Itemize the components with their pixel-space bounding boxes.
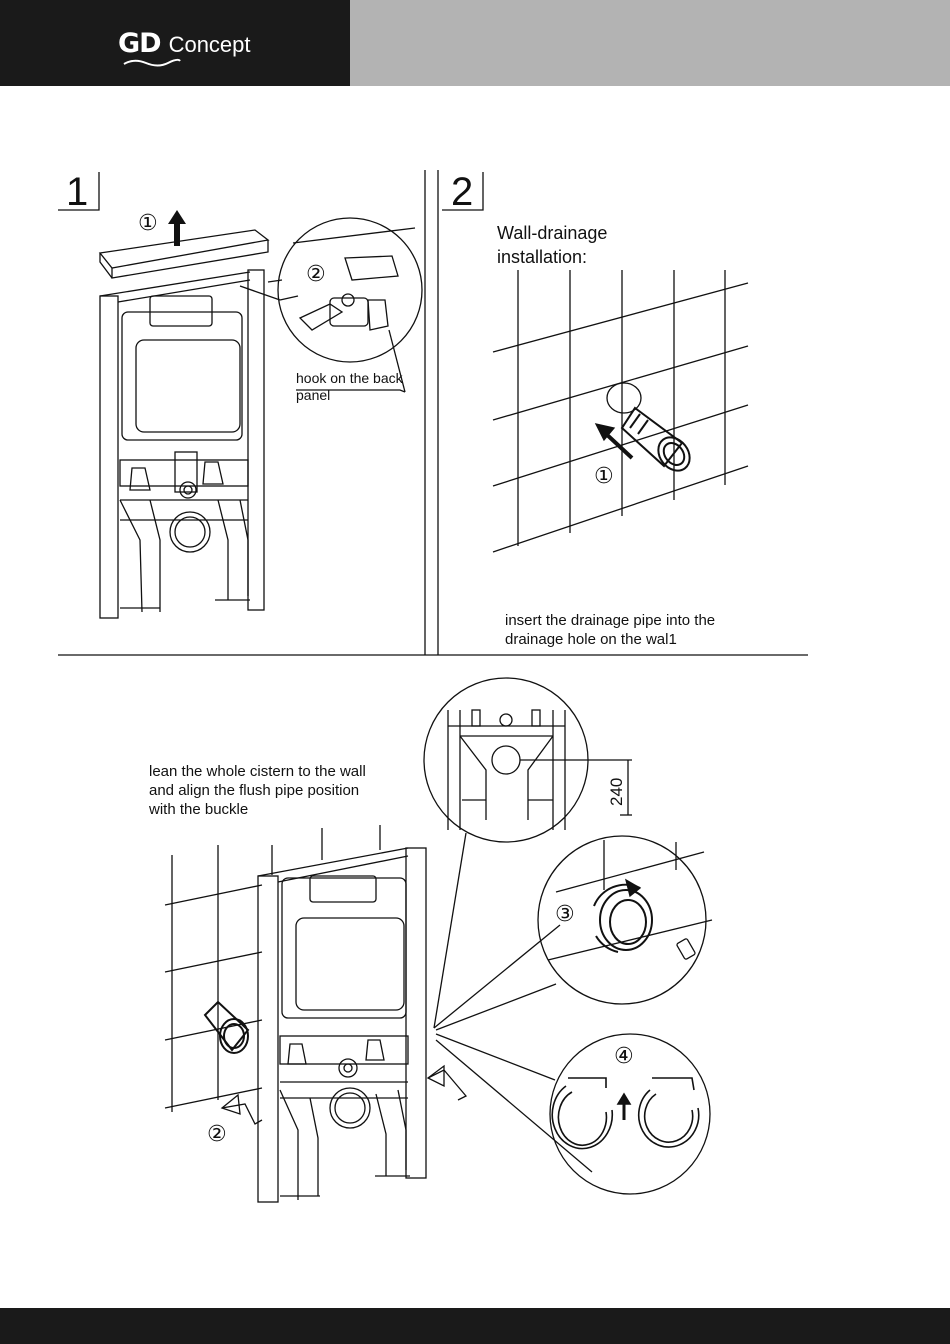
leader-to-dimension xyxy=(434,833,466,1028)
step3-frame xyxy=(258,848,426,1202)
step3-marker-4: ④ xyxy=(614,1046,634,1068)
dimension-magnifier-detail xyxy=(448,710,632,830)
step3-drain-pipe xyxy=(205,1002,248,1053)
step3-marker-3: ③ xyxy=(555,904,575,926)
step3-push-arrow-right xyxy=(428,1066,466,1100)
step1-marker-1: ① xyxy=(138,213,158,235)
leader-to-buckle xyxy=(436,1034,555,1080)
arrow-icon xyxy=(596,424,632,458)
footer-band xyxy=(0,1308,950,1344)
step1-callout-line2: panel xyxy=(296,387,330,404)
step1-frame xyxy=(100,230,268,618)
step3-caption-line3: with the buckle xyxy=(149,800,248,819)
step3-marker-2: ② xyxy=(207,1124,227,1146)
step3-push-arrow-left xyxy=(222,1095,262,1124)
step2-marker-1: ① xyxy=(594,466,614,488)
step1-marker-2: ② xyxy=(306,264,326,286)
step1-callout-line1: hook on the back xyxy=(296,370,403,387)
step2-title-line1: Wall-drainage xyxy=(497,222,607,244)
step3-caption-line1: lean the whole cistern to the wall xyxy=(149,762,366,781)
step2-wall-tiles xyxy=(493,270,748,552)
pipe-magnifier-detail xyxy=(548,840,712,960)
step2-caption-line2: drainage hole on the wal1 xyxy=(505,630,677,649)
leader-to-pipe-b xyxy=(436,984,556,1030)
buckle-magnifier-detail xyxy=(552,1078,698,1149)
step1-number: 1 xyxy=(66,172,88,212)
step1-magnifier xyxy=(278,218,422,362)
step3-caption-line2: and align the flush pipe position xyxy=(149,781,359,800)
drainage-pipe xyxy=(622,408,696,477)
step2-title-line2: installation: xyxy=(497,246,587,268)
step2-caption-line1: insert the drainage pipe into the xyxy=(505,611,715,630)
step2-number: 2 xyxy=(451,172,473,212)
leader-to-buckle-b xyxy=(436,1040,592,1172)
dimension-240: 240 xyxy=(607,778,627,806)
